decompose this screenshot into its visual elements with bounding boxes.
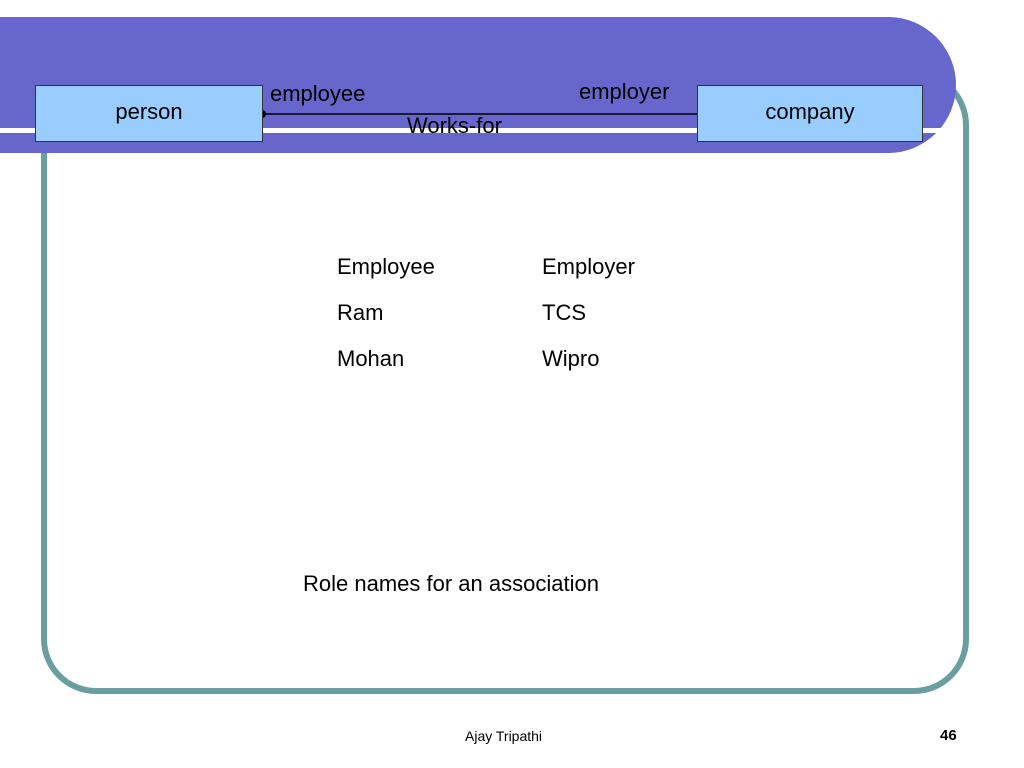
- class-name-person: person: [115, 98, 183, 124]
- role-label-employer: employer: [579, 79, 670, 104]
- footer-author: Ajay Tripathi: [465, 728, 543, 744]
- slide-frame: [41, 70, 969, 694]
- table-cell: TCS: [542, 300, 586, 325]
- table-row: Ram TCS: [337, 300, 635, 346]
- table-cell: Ram: [337, 300, 384, 325]
- table-header-cell: Employee: [337, 254, 435, 279]
- table-row: Mohan Wipro: [337, 346, 635, 392]
- link-table: Employee Employer Ram TCS Mohan Wipro: [337, 254, 635, 392]
- class-box-company: company: [697, 85, 923, 142]
- table-header-cell: Employer: [542, 254, 635, 279]
- slide-caption: Role names for an association: [303, 571, 599, 596]
- class-box-person: person: [35, 85, 263, 142]
- role-label-employee: employee: [270, 81, 366, 106]
- table-cell: Wipro: [542, 346, 600, 371]
- association-name: Works-for: [407, 113, 502, 138]
- class-name-company: company: [765, 98, 855, 124]
- table-header-row: Employee Employer: [337, 254, 635, 300]
- table-cell: Mohan: [337, 346, 405, 371]
- header-stripe: [0, 128, 956, 133]
- page-number: 46: [940, 727, 957, 744]
